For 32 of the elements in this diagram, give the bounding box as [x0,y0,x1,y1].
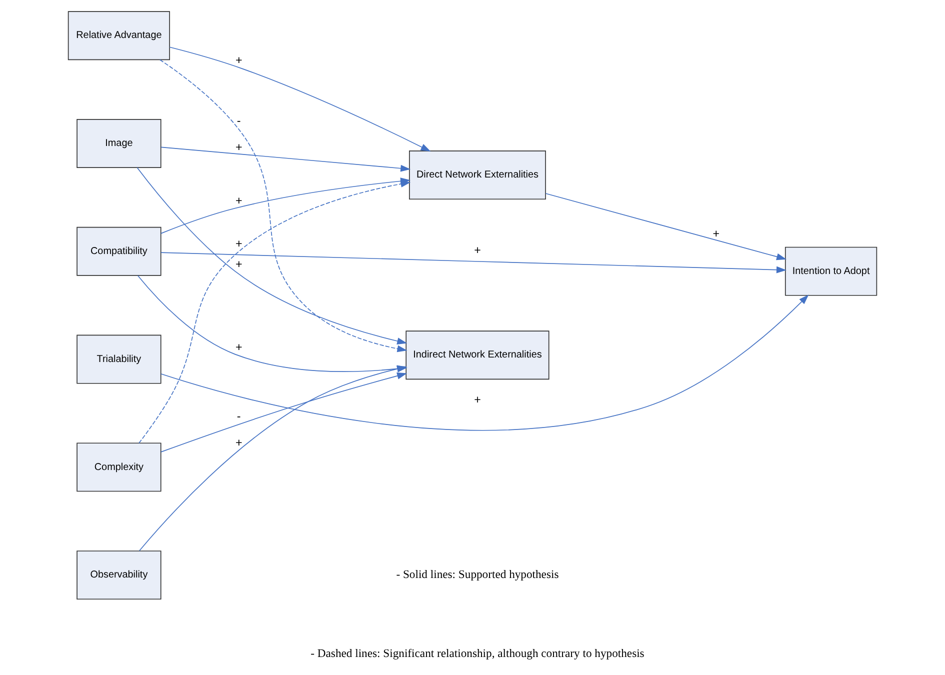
arrow [160,294,809,430]
node-box: Direct Network Externalities [409,150,546,200]
arrow [160,372,408,452]
label: - Dashed lines: Significant relationship, although contrary to hypothesis [310,646,644,660]
edge-label: + [235,194,242,208]
node-box: Observability [76,550,162,600]
arrow [136,167,408,344]
node-box: Complexity [76,442,162,492]
edge-label: + [474,244,481,258]
edge-label: + [235,237,242,250]
node-box: Compatibility [76,226,162,276]
node-box: Indirect Network Externalities [406,330,550,380]
edge-label: + [474,393,481,406]
edge-label: + [235,141,242,154]
arrow [169,46,431,152]
arrow [545,193,787,260]
node-box: Relative Advantage [68,11,170,60]
node-box: Image [76,119,162,168]
edge-label: - [236,114,241,128]
edge-label: + [235,258,242,272]
node-box: Intention to Adopt [784,246,878,296]
arrow [160,252,786,274]
edge-label: - [236,410,241,424]
arrow [138,180,411,444]
node-box: Trialability [76,334,162,384]
edge-label: + [235,436,242,450]
arrow [159,59,408,352]
edge-label: + [712,227,720,240]
edge-label: + [235,341,242,354]
arrow [160,146,411,172]
edge-label: + [235,54,242,67]
label: - Solid lines: Supported hypothesis [396,568,559,582]
